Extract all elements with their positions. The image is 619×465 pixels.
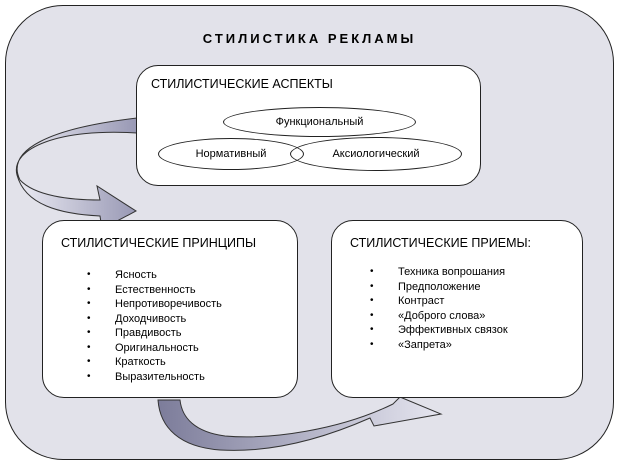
list-item: •Техника вопрошания xyxy=(370,266,506,278)
bullet-icon: • xyxy=(87,312,91,324)
diagram-title: СТИЛИСТИКА РЕКЛАМЫ xyxy=(202,31,417,46)
bullet-icon: • xyxy=(87,356,91,367)
aspects-heading: СТИЛИСТИЧЕСКИЕ АСПЕКТЫ xyxy=(151,77,333,91)
list-item: •Эффективных связок xyxy=(370,324,508,336)
bullet-icon: • xyxy=(87,327,91,338)
list-item: •«Доброго слова» xyxy=(370,309,486,322)
list-item: •Естественность xyxy=(87,283,196,296)
list-item: •Контраст xyxy=(370,295,445,307)
list-item: •«Запрета» xyxy=(370,338,452,351)
principles-box: СТИЛИСТИЧЕСКИЕ ПРИНЦИПЫ •Ясность •Естест… xyxy=(42,220,298,398)
bullet-icon: • xyxy=(370,309,374,321)
bullet-icon: • xyxy=(370,324,374,335)
techniques-list: •Техника вопрошания •Предположение •Конт… xyxy=(370,265,508,352)
list-item: •Правдивость xyxy=(87,327,182,339)
bullet-icon: • xyxy=(370,266,374,277)
curved-arrow-principles-to-techniques xyxy=(157,396,443,451)
bullet-icon: • xyxy=(370,295,374,306)
normative-ellipse: Нормативный xyxy=(158,138,304,170)
bullet-icon: • xyxy=(370,280,374,292)
curved-arrow-aspects-to-principles xyxy=(15,117,138,230)
list-item: •Непротиворечивость xyxy=(87,298,222,310)
functional-ellipse: Функциональный xyxy=(223,107,416,137)
list-item: •Предположение xyxy=(370,280,481,293)
list-item: •Доходчивость xyxy=(87,312,187,325)
bullet-icon: • xyxy=(87,298,91,309)
principles-list: •Ясность •Естественность •Непротиворечив… xyxy=(87,268,222,384)
bullet-icon: • xyxy=(87,269,91,280)
list-item: •Краткость xyxy=(87,356,166,368)
list-item: •Выразительность xyxy=(87,370,205,383)
bullet-icon: • xyxy=(87,370,91,382)
list-item: •Ясность xyxy=(87,269,157,281)
bullet-icon: • xyxy=(87,283,91,295)
techniques-box: СТИЛИСТИЧЕСКИЕ ПРИЕМЫ: •Техника вопрошан… xyxy=(331,220,583,398)
bullet-icon: • xyxy=(87,341,91,353)
techniques-heading: СТИЛИСТИЧЕСКИЕ ПРИЕМЫ: xyxy=(350,236,532,250)
axiological-ellipse: Аксиологический xyxy=(290,137,462,171)
bullet-icon: • xyxy=(370,338,374,350)
list-item: •Оригинальность xyxy=(87,341,199,354)
principles-heading: СТИЛИСТИЧЕСКИЕ ПРИНЦИПЫ xyxy=(61,236,257,250)
